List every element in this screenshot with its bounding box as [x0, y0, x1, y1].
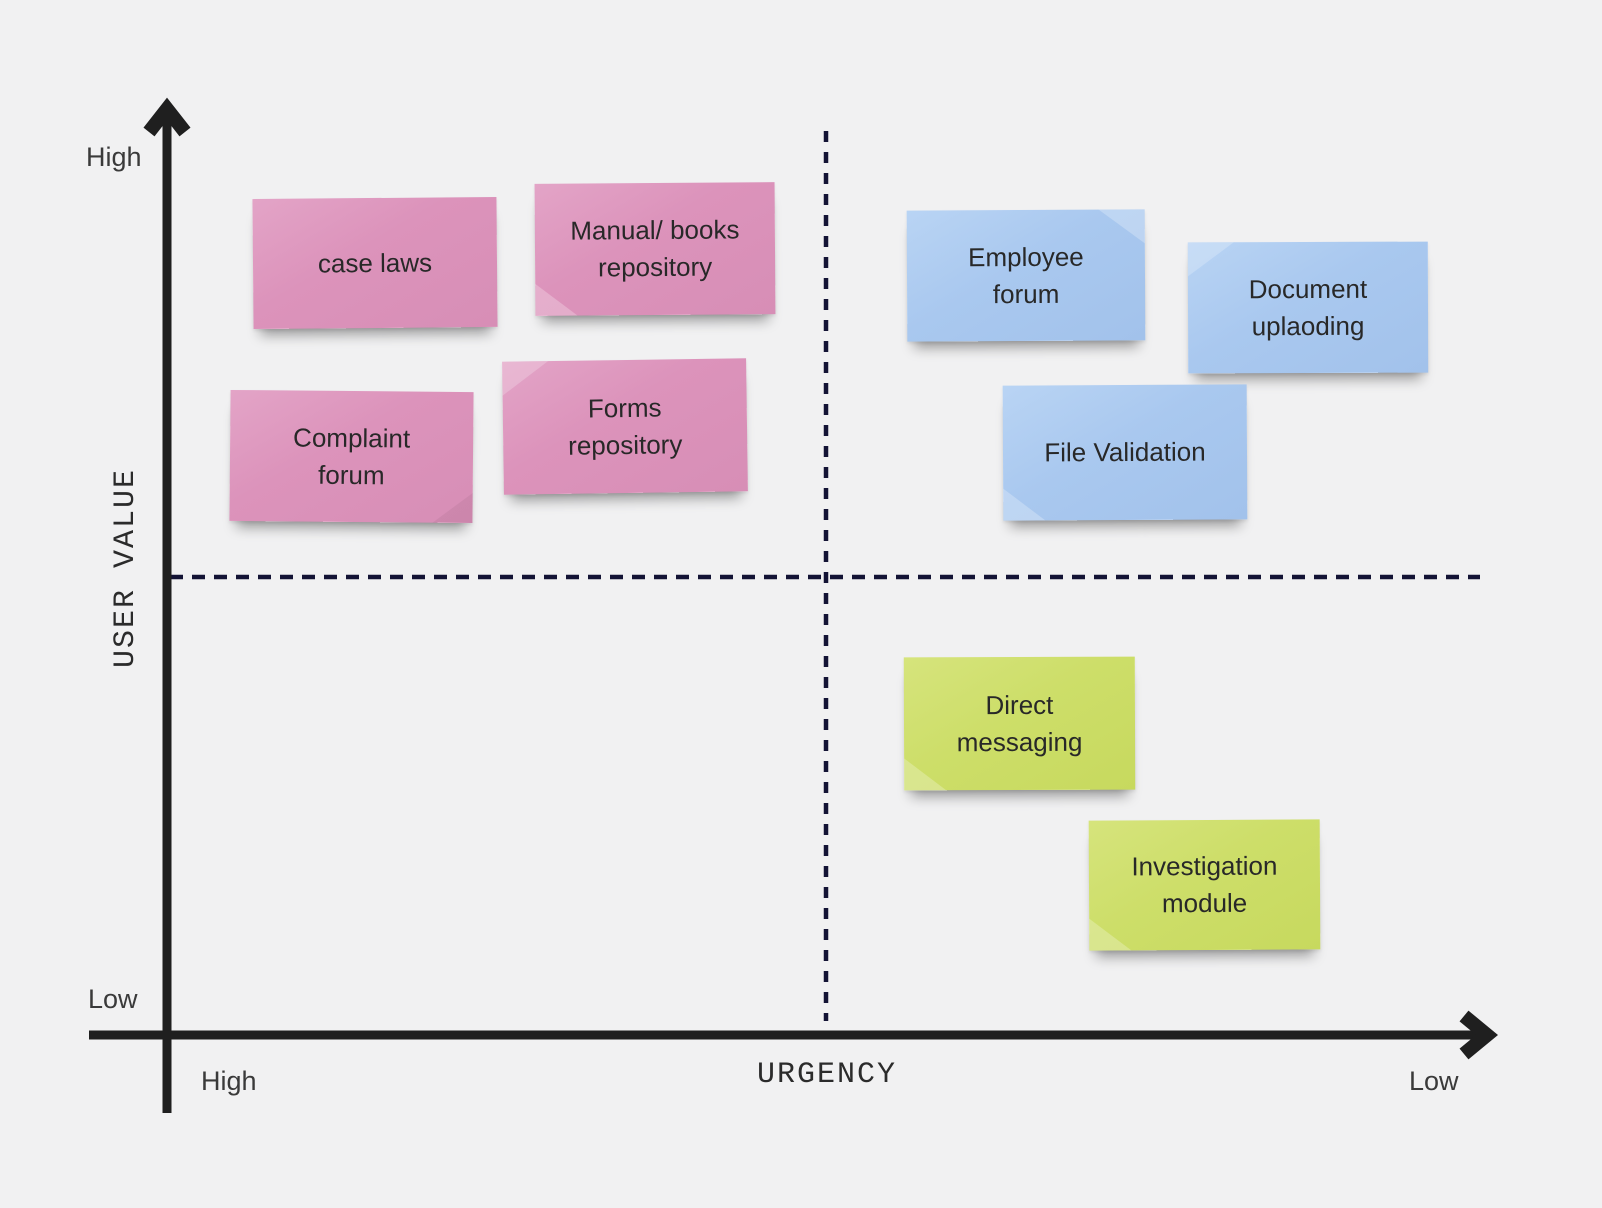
y-axis-high-label: High — [86, 142, 142, 172]
y-axis-arrowhead-icon — [143, 97, 191, 137]
sticky-note-document-uploading[interactable]: Document uplaoding — [1187, 241, 1429, 374]
sticky-note-investigation-module[interactable]: Investigation module — [1088, 819, 1321, 951]
sticky-note-case-laws[interactable]: case laws — [252, 196, 498, 330]
sticky-note-manual-books-repository[interactable]: Manual/ books repository — [534, 182, 776, 316]
sticky-note-forms-repository[interactable]: Forms repository — [502, 358, 748, 495]
x-axis-arrowhead-icon — [1459, 1010, 1498, 1060]
y-axis-low-label: Low — [88, 984, 138, 1014]
x-axis-low-label: Low — [1409, 1066, 1459, 1096]
sticky-note-direct-messaging[interactable]: Direct messaging — [903, 656, 1136, 791]
sticky-note-employee-forum[interactable]: Employee forum — [906, 209, 1146, 342]
y-axis-title: USER VALUE — [109, 467, 143, 669]
x-axis-title: URGENCY — [756, 1058, 898, 1092]
x-axis-high-label: High — [201, 1066, 257, 1096]
sticky-note-complaint-forum[interactable]: Complaint forum — [229, 389, 474, 524]
sticky-note-file-validation[interactable]: File Validation — [1002, 384, 1248, 521]
